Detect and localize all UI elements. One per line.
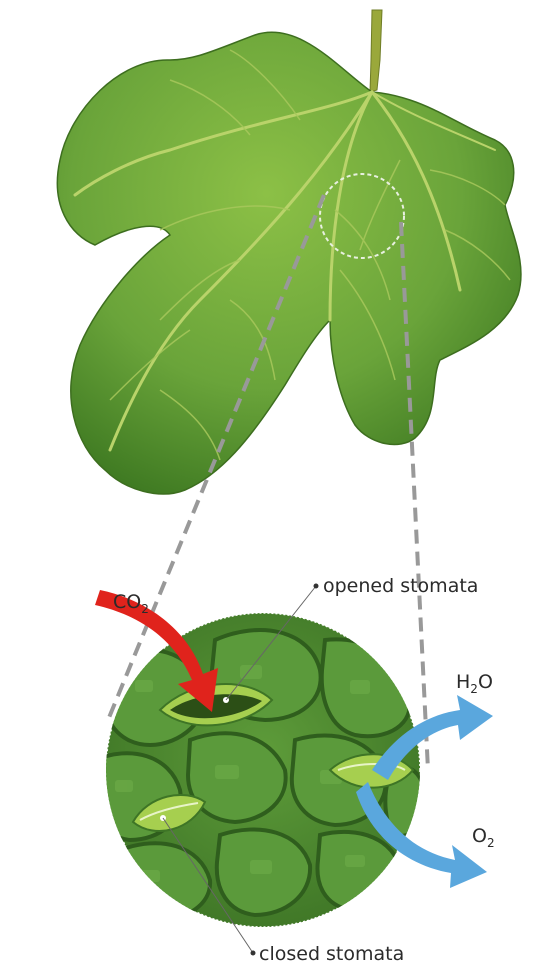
- closed-stomata-label: closed stomata: [259, 943, 404, 965]
- opened-stomata-label: opened stomata: [323, 575, 478, 597]
- o2-main: O: [472, 825, 487, 847]
- co2-main: CO: [113, 591, 141, 613]
- leaf-stem: [370, 10, 382, 92]
- o2-label: O2: [472, 825, 495, 850]
- leaf-blade: [57, 32, 521, 494]
- co2-sub: 2: [141, 602, 149, 616]
- h2o-post: O: [478, 671, 493, 693]
- fig-leaf: [57, 10, 521, 494]
- h2o-label: H2O: [456, 671, 493, 696]
- h2o-pre: H: [456, 671, 470, 693]
- h2o-sub: 2: [470, 682, 478, 696]
- o2-sub: 2: [487, 836, 495, 850]
- co2-label: CO2: [113, 591, 149, 616]
